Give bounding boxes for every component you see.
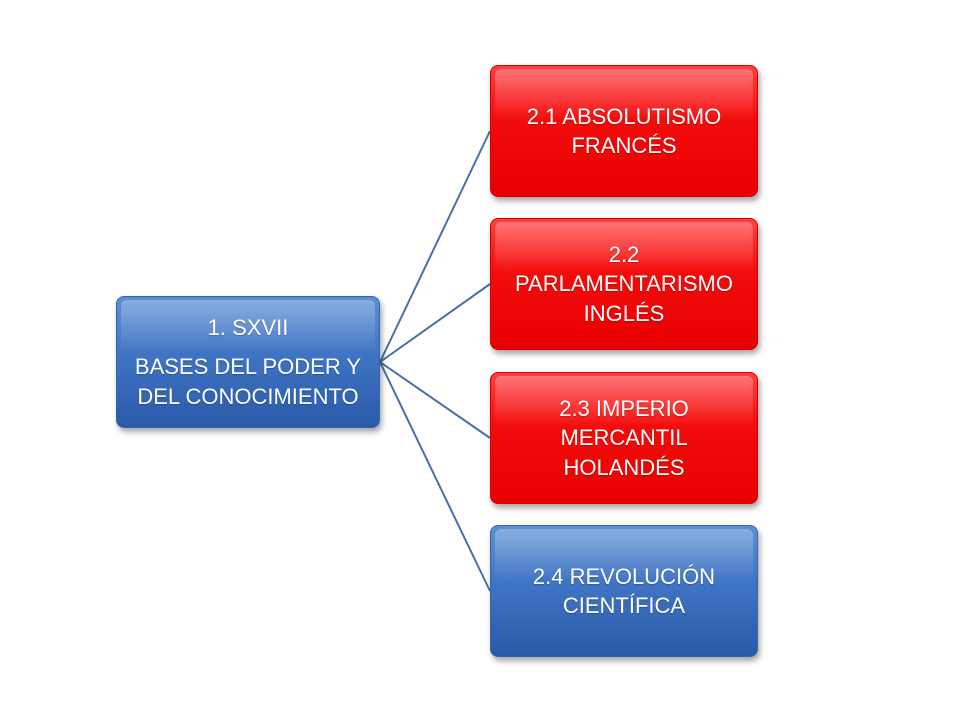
- root-node: 1. SXVII BASES DEL PODER Y DEL CONOCIMIE…: [116, 296, 380, 428]
- connector-root-to-2-3: [379, 361, 491, 439]
- child-node-absolutismo: 2.1 ABSOLUTISMO FRANCÉS: [490, 65, 758, 197]
- child-node-revolucion-cientifica: 2.4 REVOLUCIÓN CIENTÍFICA: [490, 525, 758, 657]
- child-node-parlamentarismo: 2.2 PARLAMENTARISMO INGLÉS: [490, 218, 758, 350]
- connector-root-to-2-4: [379, 361, 491, 592]
- root-node-number: 1. SXVII: [207, 315, 289, 341]
- root-node-title: BASES DEL PODER Y DEL CONOCIMIENTO: [134, 354, 362, 409]
- connector-root-to-2-1: [379, 130, 491, 363]
- child-node-label: 2.1 ABSOLUTISMO FRANCÉS: [526, 103, 722, 158]
- child-node-label: 2.4 REVOLUCIÓN CIENTÍFICA: [532, 563, 716, 618]
- connector-root-to-2-2: [379, 283, 491, 363]
- child-node-label: 2.3 IMPERIO MERCANTIL HOLANDÉS: [559, 396, 689, 480]
- child-node-label: 2.2 PARLAMENTARISMO INGLÉS: [515, 242, 733, 326]
- child-node-imperio-mercantil: 2.3 IMPERIO MERCANTIL HOLANDÉS: [490, 372, 758, 504]
